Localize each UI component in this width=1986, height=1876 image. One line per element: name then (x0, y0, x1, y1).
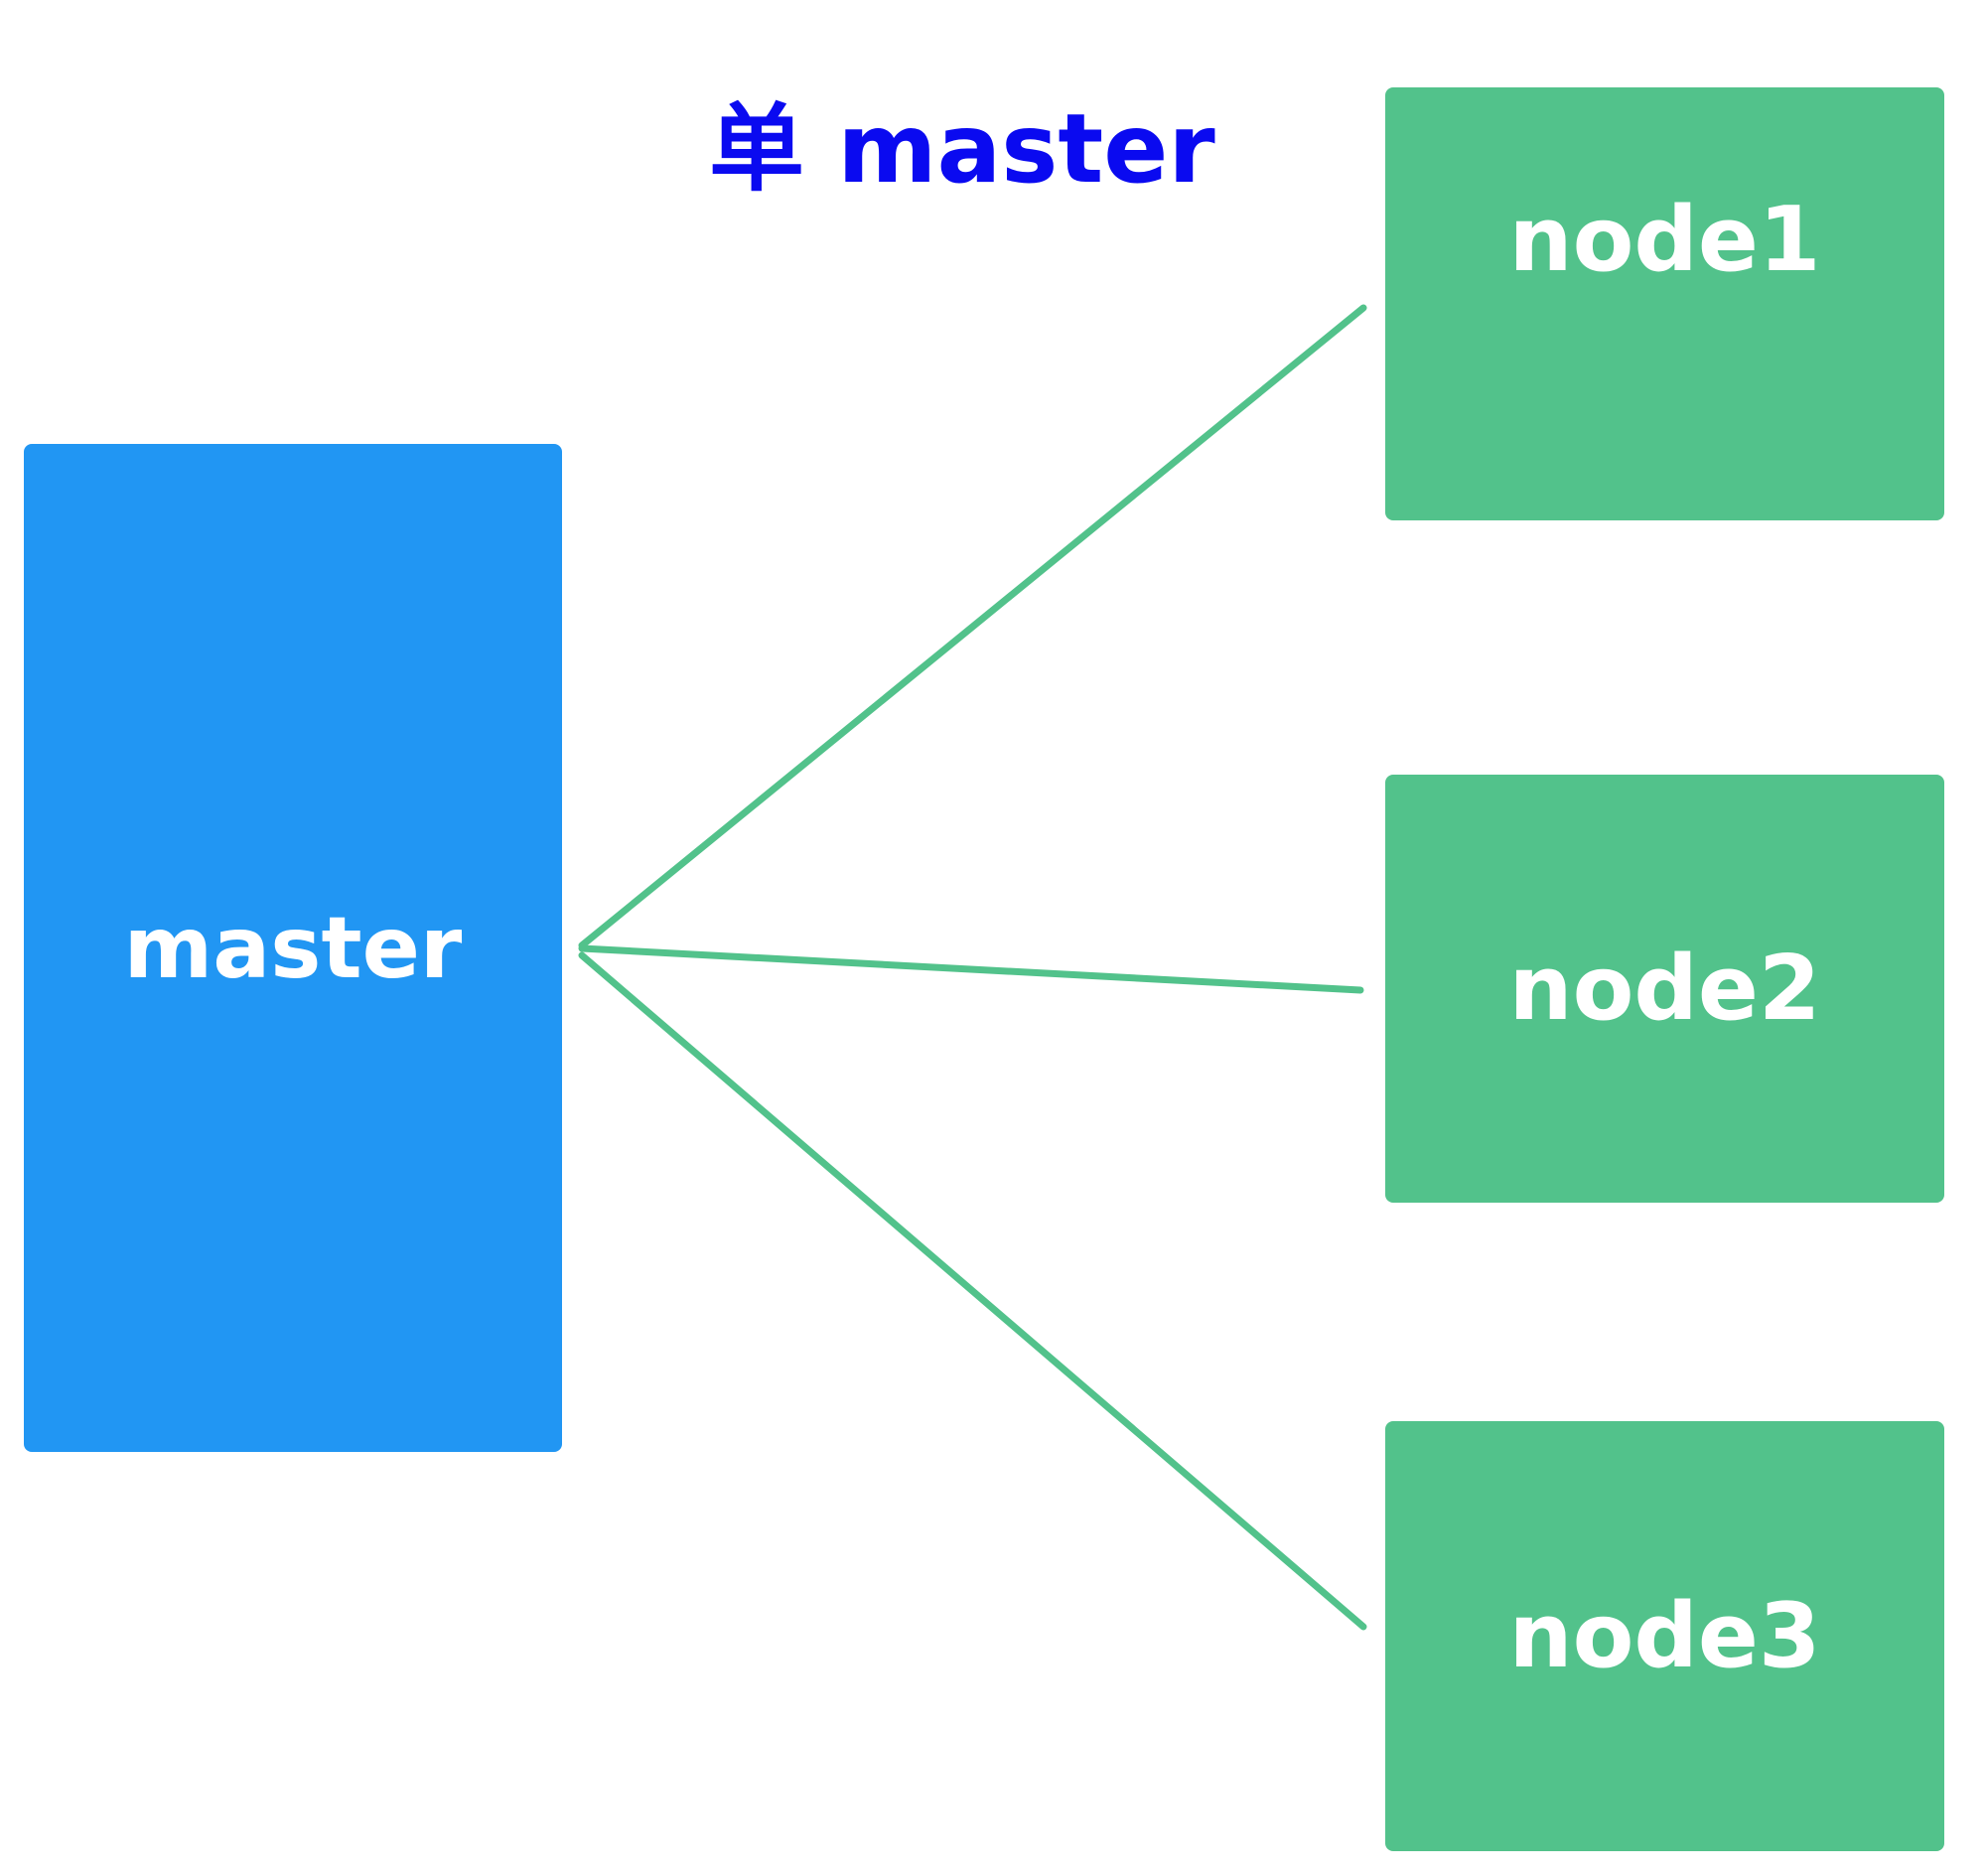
master-box: master (24, 444, 562, 1452)
link-master-node3 (578, 951, 1367, 1631)
node-box-1: node1 (1385, 87, 1944, 520)
link-master-node1 (578, 304, 1367, 949)
node-box-3: node3 (1385, 1421, 1944, 1851)
master-label: master (123, 898, 463, 998)
node-label-3: node3 (1508, 1584, 1821, 1688)
node-label-1: node1 (1508, 187, 1821, 292)
diagram-title: 单 master (709, 93, 1215, 205)
node-label-2: node2 (1508, 937, 1821, 1041)
node-box-2: node2 (1385, 775, 1944, 1203)
link-master-node2 (578, 944, 1364, 994)
